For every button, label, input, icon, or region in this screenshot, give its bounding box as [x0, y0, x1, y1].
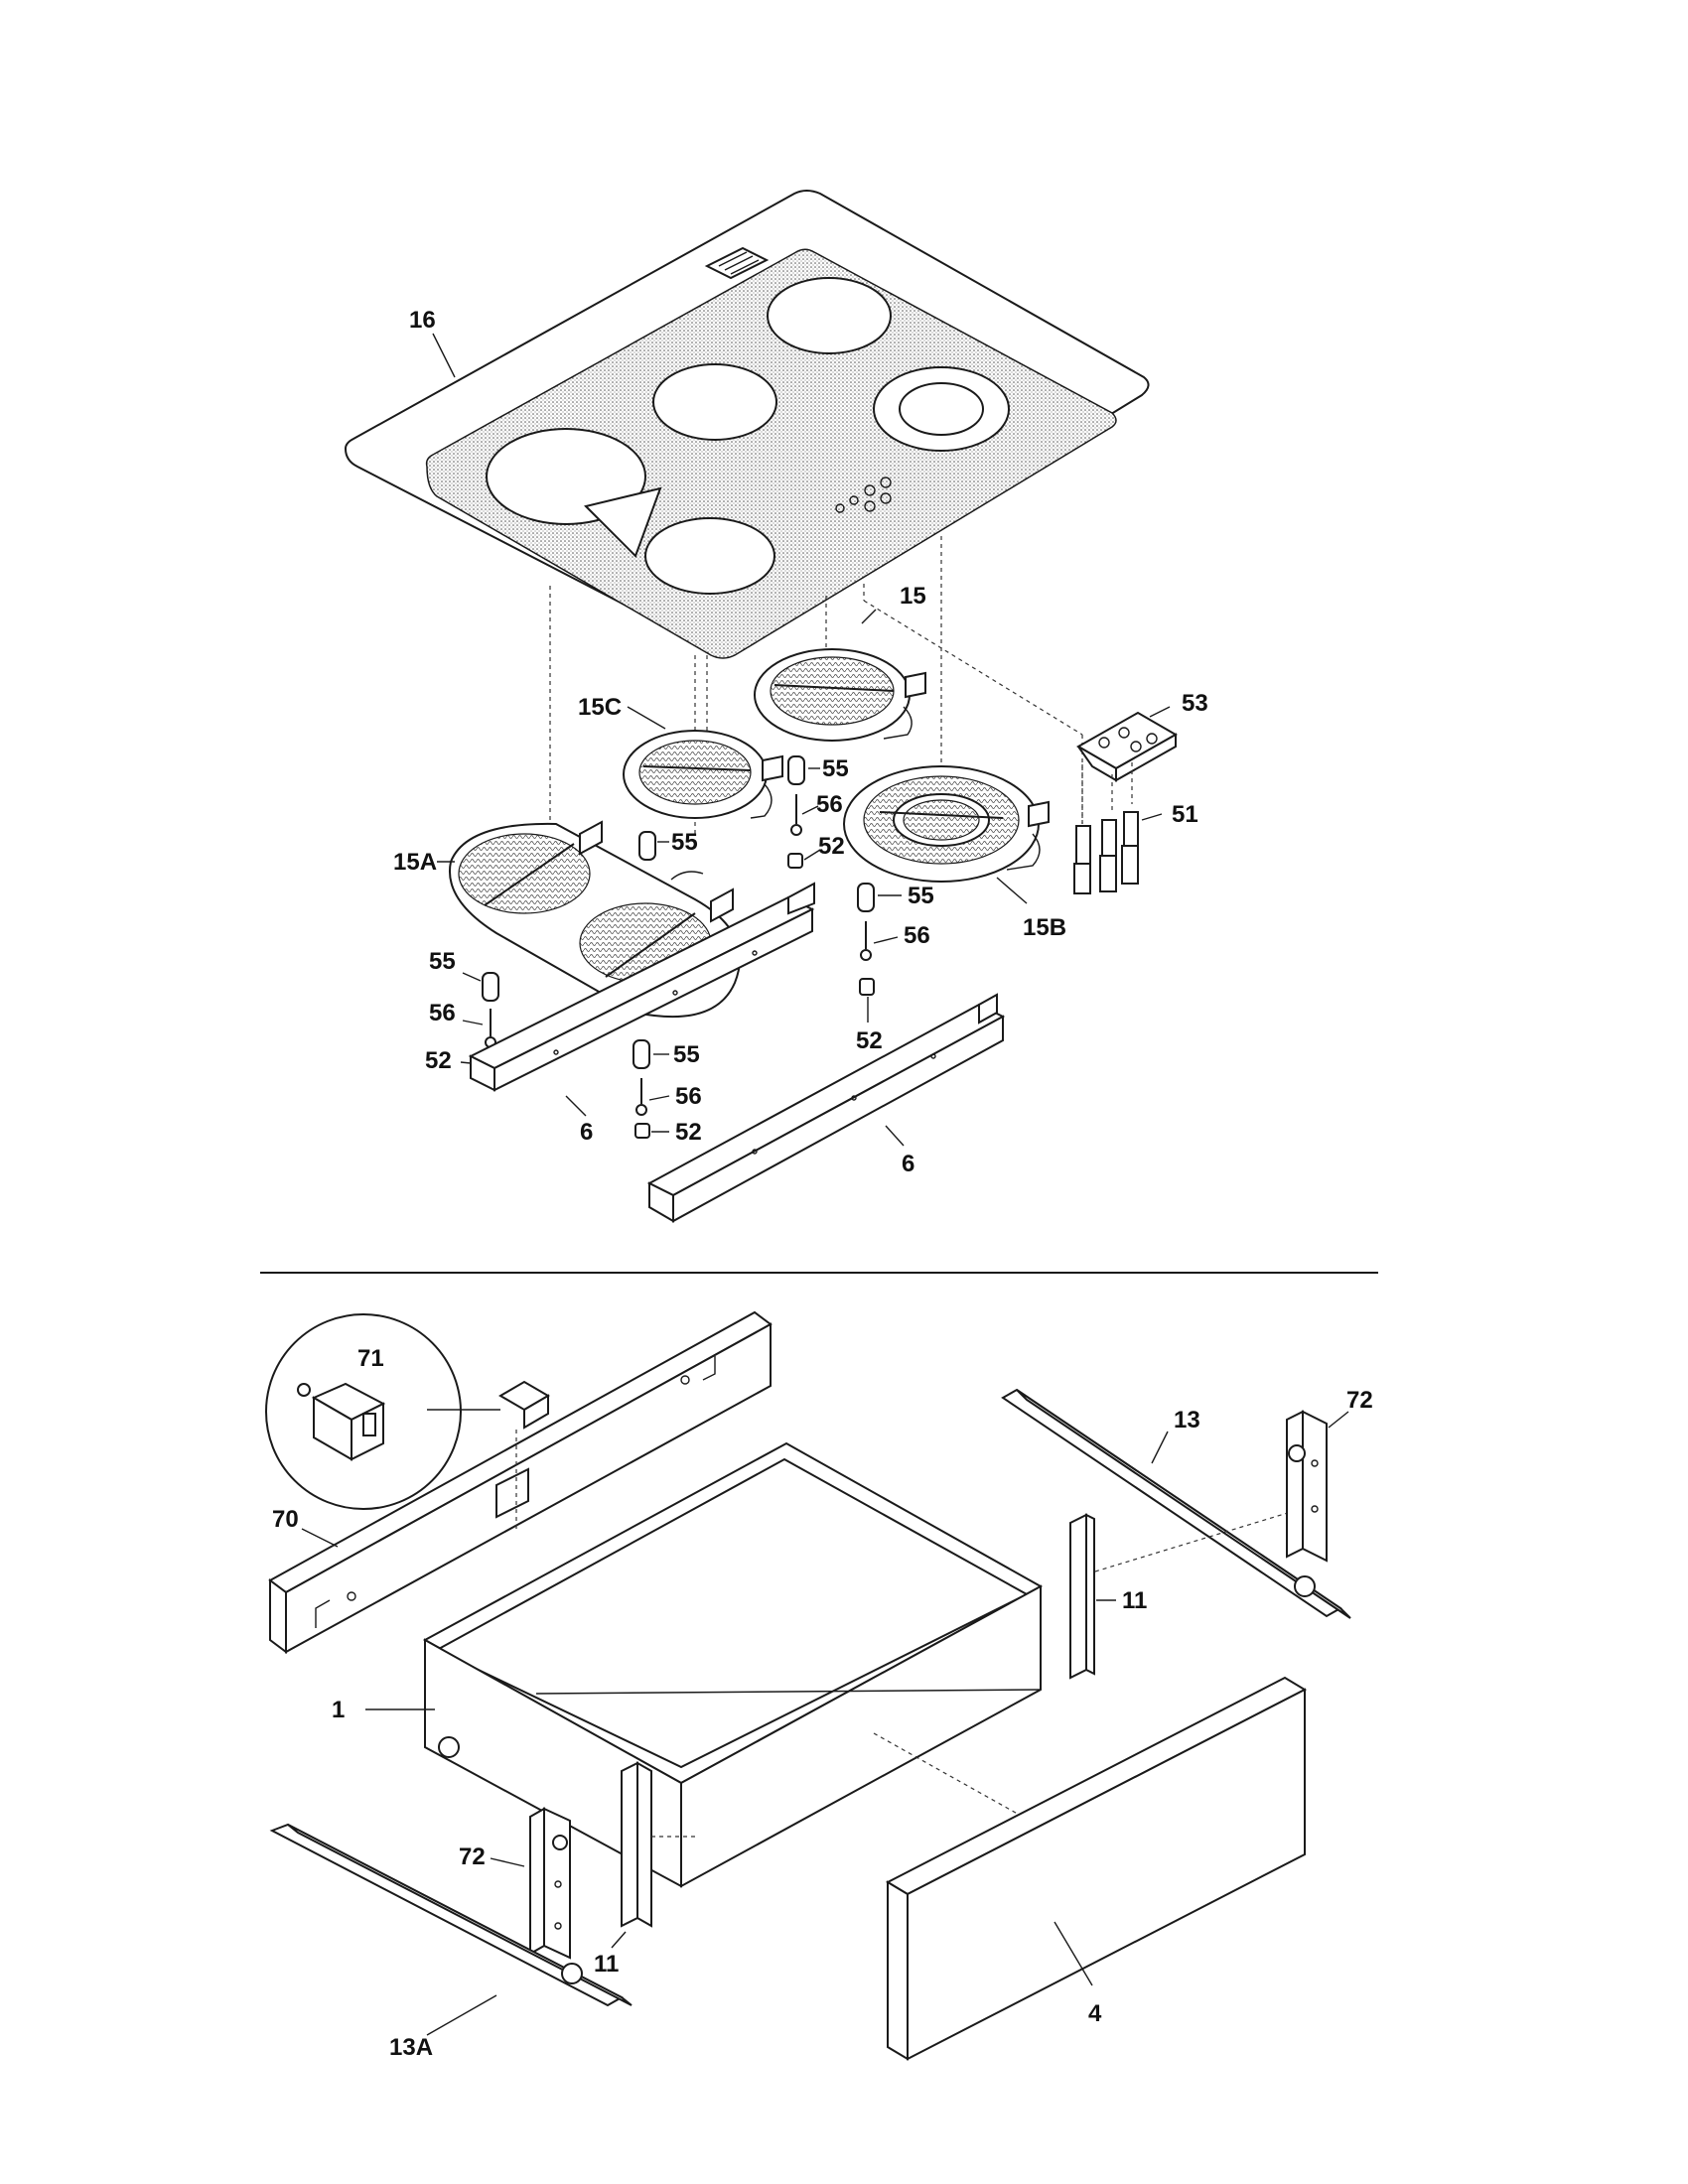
callout-6b: 6 [902, 1151, 914, 1177]
callout-51: 51 [1172, 801, 1198, 828]
callout-52d: 52 [675, 1119, 702, 1146]
hardware-15a-upper [638, 831, 656, 861]
callout-6a: 6 [580, 1119, 593, 1146]
main-top-part [344, 190, 1150, 659]
support-bracket-6-right [646, 993, 1006, 1223]
callout-52b: 52 [856, 1027, 883, 1054]
side-bracket-11-left [621, 1761, 695, 1928]
callout-15: 15 [900, 583, 926, 610]
bracket-72-left [529, 1807, 571, 1960]
side-bracket-11-right [1069, 1513, 1095, 1680]
callout-11b: 11 [594, 1951, 619, 1978]
callout-1: 1 [332, 1697, 345, 1723]
hardware-15c [787, 755, 805, 869]
callout-52a: 52 [818, 833, 845, 860]
callout-56d: 56 [675, 1083, 702, 1110]
callout-53: 53 [1182, 690, 1208, 717]
drawer-body-1 [422, 1441, 1044, 1888]
callout-15a: 15A [393, 849, 437, 876]
slide-rail-13 [1001, 1388, 1351, 1619]
callout-15c: 15C [578, 694, 622, 721]
callout-55c: 55 [908, 883, 934, 909]
callout-16: 16 [409, 307, 436, 334]
hardware-15a-right [633, 1039, 650, 1139]
rear-rail-70 [268, 1310, 773, 1654]
callout-4: 4 [1088, 2000, 1102, 2027]
callout-13: 13 [1174, 1407, 1200, 1433]
detail-circle-71 [265, 1313, 462, 1510]
element-15c [623, 730, 783, 819]
cooktop-assembly: 16 15 15C [344, 190, 1208, 1223]
callout-52c: 52 [425, 1047, 452, 1074]
callout-13a: 13A [389, 2034, 433, 2061]
drawer-assembly: 71 70 13 [265, 1310, 1373, 2061]
callout-15b: 15B [1023, 914, 1066, 941]
callout-56b: 56 [904, 922, 930, 949]
support-bracket-6-left [468, 882, 815, 1092]
callout-55a: 55 [822, 755, 849, 782]
callout-11a: 11 [1122, 1587, 1147, 1614]
callout-70: 70 [272, 1506, 299, 1533]
callout-55b: 55 [671, 829, 698, 856]
callout-72b: 72 [459, 1843, 486, 1870]
drawer-front-4 [885, 1676, 1308, 2061]
callout-56c: 56 [429, 1000, 456, 1026]
callout-72a: 72 [1346, 1387, 1373, 1414]
callout-55e: 55 [673, 1041, 700, 1068]
bracket-53 [1075, 711, 1179, 782]
element-15 [754, 648, 926, 742]
callout-55d: 55 [429, 948, 456, 975]
hardware-15b [857, 883, 875, 1023]
vent-icon [704, 246, 770, 280]
bracket-72-right [1286, 1410, 1328, 1563]
slide-rail-13a [269, 1823, 633, 2007]
callout-56a: 56 [816, 791, 843, 818]
switches-51 [1073, 762, 1139, 894]
callout-71: 71 [357, 1345, 384, 1372]
element-15b [843, 765, 1050, 883]
